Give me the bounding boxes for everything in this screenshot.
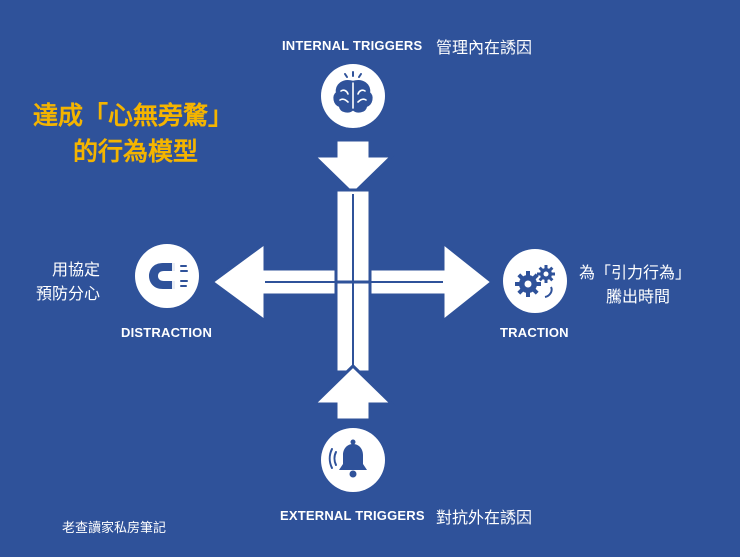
internal-triggers-note: 管理內在誘因 <box>436 38 533 57</box>
distraction-note-line1: 用協定 <box>52 260 101 279</box>
external-triggers-caption: EXTERNAL TRIGGERS <box>280 508 425 523</box>
traction-note-line1: 為「引力行為」 <box>579 263 692 282</box>
traction-caption: TRACTION <box>500 325 569 340</box>
gears-icon <box>503 249 567 313</box>
brain-icon <box>321 64 385 128</box>
arrow-top <box>310 138 396 197</box>
magnet-icon <box>135 244 199 308</box>
distraction-note-line2: 預防分心 <box>36 284 101 303</box>
arrow-bottom <box>310 363 396 422</box>
bell-icon <box>321 428 385 492</box>
distraction-caption: DISTRACTION <box>121 325 213 340</box>
traction-note-line2: 騰出時間 <box>606 287 671 306</box>
external-triggers-note: 對抗外在誘因 <box>436 508 533 527</box>
internal-triggers-caption: INTERNAL TRIGGERS <box>282 38 423 53</box>
diagram-title-line2: 的行為模型 <box>73 137 199 166</box>
footer-credit: 老查讀家私房筆記 <box>62 521 167 536</box>
diagram-title-line1: 達成「心無旁騖」 <box>33 101 234 130</box>
